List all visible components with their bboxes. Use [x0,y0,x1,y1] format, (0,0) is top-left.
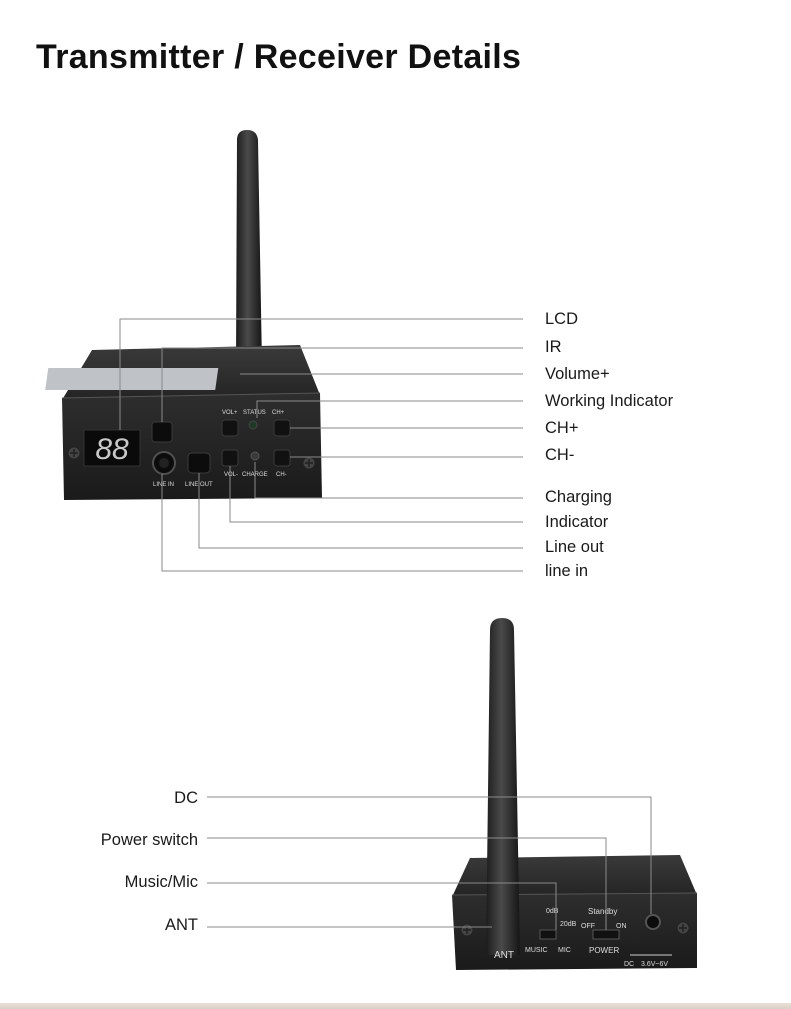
panel-label-mic: MIC [558,947,571,954]
callout-line-ir [161,347,523,422]
volume-plus-button[interactable] [221,419,239,437]
music-mic-switch[interactable] [539,929,557,940]
callout-line-line-out [198,473,523,549]
receiver-callout-lines [207,796,652,930]
panel-label-voltage: 3.6V~6V [641,961,668,968]
panel-label-music: MUSIC [525,947,548,954]
callout-line-lcd [119,318,523,430]
panel-label-off: OFF [581,923,595,930]
panel-label-ch-plus: CH+ [272,410,285,416]
panel-label-power: POWER [589,946,619,955]
status-led [248,420,258,430]
panel-label-vol-minus: VOL- [224,472,238,478]
transmitter-callout-lines [119,318,523,572]
callout-line-line-in [161,474,523,572]
callout-music-mic: Music/Mic [124,873,198,891]
transmitter-body [45,345,322,500]
panel-label-on: ON [616,923,627,930]
callout-working-indicator: Working Indicator [545,392,674,410]
panel-label-vol-plus: VOL+ [222,410,238,416]
panel-label-ch-minus: CH- [276,472,287,478]
ch-plus-button[interactable] [273,419,291,437]
ir-sensor [151,421,173,443]
callout-indicator: Indicator [545,513,609,531]
callout-lcd: LCD [545,310,579,328]
panel-label-20db: 20dB [560,921,577,928]
transmitter-lcd: 88 [83,429,141,467]
bottom-divider [0,1003,791,1009]
ch-minus-button[interactable] [273,449,291,467]
callout-line-power-switch [207,837,607,930]
callout-line-out: Line out [545,538,604,556]
callout-line-music-mic [207,882,557,930]
callout-power-switch: Power switch [100,831,198,849]
transmitter-sticker [45,368,219,390]
callout-ir: IR [545,338,562,356]
panel-label-line-in: LINE IN [153,482,174,488]
screw-icon [67,446,81,460]
callout-ch-plus: CH+ [545,419,579,437]
callout-dc: DC [174,789,198,807]
screw-icon [676,921,690,935]
panel-label-ant: ANT [494,950,514,961]
callout-line-in: line in [545,562,589,580]
callout-charging: Charging [545,488,612,506]
callout-volume-plus: Volume+ [545,365,610,383]
callout-line-volume-minus [229,466,523,523]
line-out-jack [187,452,211,474]
lcd-digits: 88 [95,433,129,466]
charge-led [250,451,260,461]
screw-icon [302,456,316,470]
callout-ch-minus: CH- [545,446,575,464]
receiver-antenna [486,618,520,955]
power-switch[interactable] [592,929,620,940]
callout-line-charging-indicator [254,462,523,499]
page-title: Transmitter / Receiver Details [36,38,522,76]
callout-ant: ANT [165,916,198,934]
screw-icon [460,923,474,937]
transmitter-antenna [236,130,262,365]
panel-label-0db: 0dB [546,908,559,915]
panel-label-dc: DC [624,961,634,968]
callout-line-working-indicator [256,400,523,418]
panel-label-standby: Standby [588,907,617,916]
panel-label-status: STATUS [243,410,266,416]
dc-jack [645,914,661,930]
callout-line-dc [207,796,652,914]
volume-minus-button[interactable] [221,449,239,467]
